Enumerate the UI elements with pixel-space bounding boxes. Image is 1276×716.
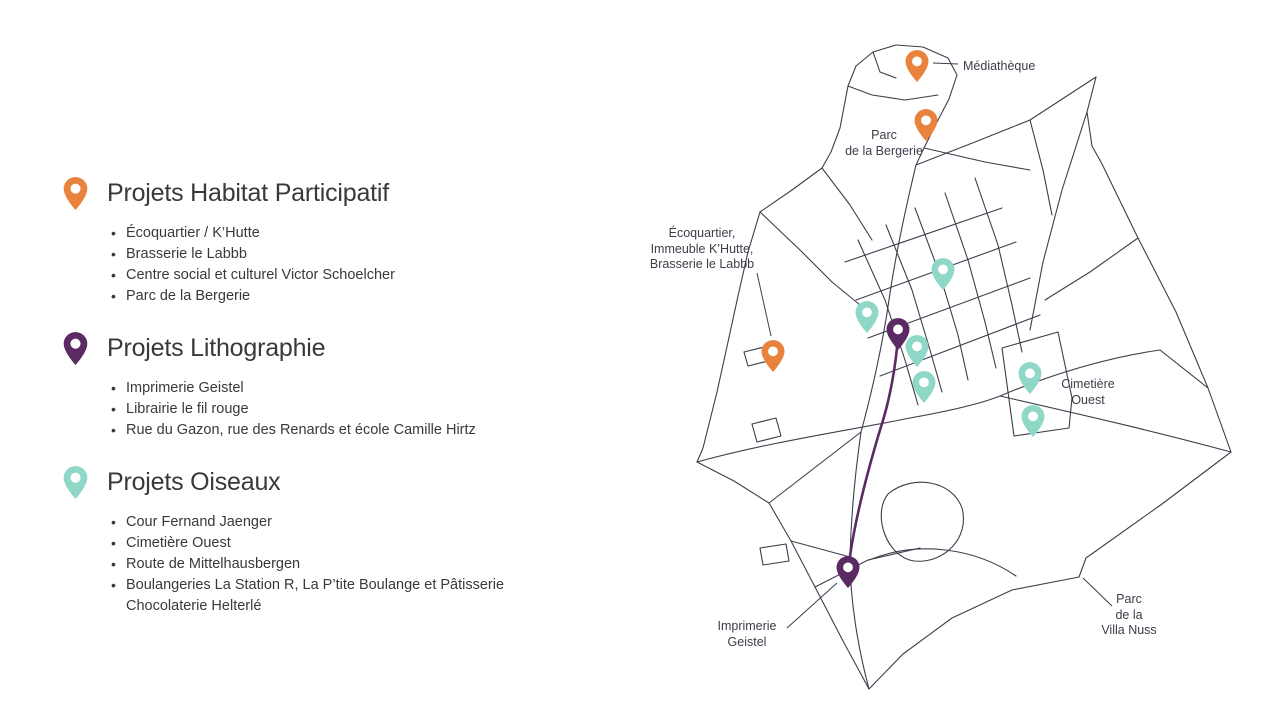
- callout-lines: [756, 62, 1113, 629]
- legend-section-title: Projets Lithographie: [107, 334, 326, 362]
- legend-item: Cour Fernand Jaenger: [110, 512, 540, 533]
- map-pin-habitat[interactable]: [913, 108, 939, 142]
- legend-section-header: Projets Lithographie: [62, 331, 582, 366]
- legend-item-list: Écoquartier / K’HutteBrasserie le LabbbC…: [110, 223, 540, 307]
- legend-item: Centre social et culturel Victor Schoelc…: [110, 265, 540, 286]
- legend: Projets Habitat Participatif Écoquartier…: [62, 176, 582, 641]
- map-pin-oiseaux[interactable]: [904, 334, 930, 368]
- map-pin-icon: [63, 466, 88, 499]
- map-pin-icon: [63, 332, 88, 365]
- map-label: Écoquartier,Immeuble K’Hutte,Brasserie l…: [649, 226, 755, 271]
- map-pin-habitat[interactable]: [760, 339, 786, 373]
- legend-item: Écoquartier / K’Hutte: [110, 223, 540, 244]
- legend-item-list: Cour Fernand JaengerCimetière OuestRoute…: [110, 512, 540, 617]
- map-pin-habitat[interactable]: [904, 49, 930, 83]
- legend-item: Imprimerie Geistel: [110, 378, 540, 399]
- map-pin-icon: [63, 177, 88, 210]
- legend-item: Parc de la Bergerie: [110, 286, 540, 307]
- map-label: Médiathèque: [963, 59, 1036, 73]
- legend-section-title: Projets Habitat Participatif: [107, 179, 390, 207]
- legend-section-habitat: Projets Habitat Participatif Écoquartier…: [62, 176, 582, 307]
- legend-section-lithographie: Projets Lithographie Imprimerie GeistelL…: [62, 331, 582, 441]
- legend-section-oiseaux: Projets Oiseaux Cour Fernand JaengerCime…: [62, 465, 582, 617]
- legend-section-title: Projets Oiseaux: [107, 468, 281, 496]
- legend-item: Librairie le fil rouge: [110, 399, 540, 420]
- map-pin-oiseaux[interactable]: [930, 257, 956, 291]
- map-pin-oiseaux[interactable]: [911, 370, 937, 404]
- map-pin-oiseaux[interactable]: [1020, 404, 1046, 438]
- legend-section-header: Projets Habitat Participatif: [62, 176, 582, 211]
- map-pin-lithographie[interactable]: [835, 555, 861, 589]
- legend-item: Brasserie le Labbb: [110, 244, 540, 265]
- legend-item: Route de Mittelhausbergen: [110, 554, 540, 575]
- lithographie-route: [848, 334, 900, 558]
- map-pin-oiseaux[interactable]: [854, 300, 880, 334]
- legend-item: Rue du Gazon, rue des Renards et école C…: [110, 420, 540, 441]
- map-pin-oiseaux[interactable]: [1017, 361, 1043, 395]
- legend-item: Cimetière Ouest: [110, 533, 540, 554]
- map-pin-lithographie[interactable]: [885, 317, 911, 351]
- legend-item: Boulangeries La Station R, La P’tite Bou…: [110, 575, 540, 617]
- legend-item-list: Imprimerie GeistelLibrairie le fil rouge…: [110, 378, 540, 441]
- legend-section-header: Projets Oiseaux: [62, 465, 582, 500]
